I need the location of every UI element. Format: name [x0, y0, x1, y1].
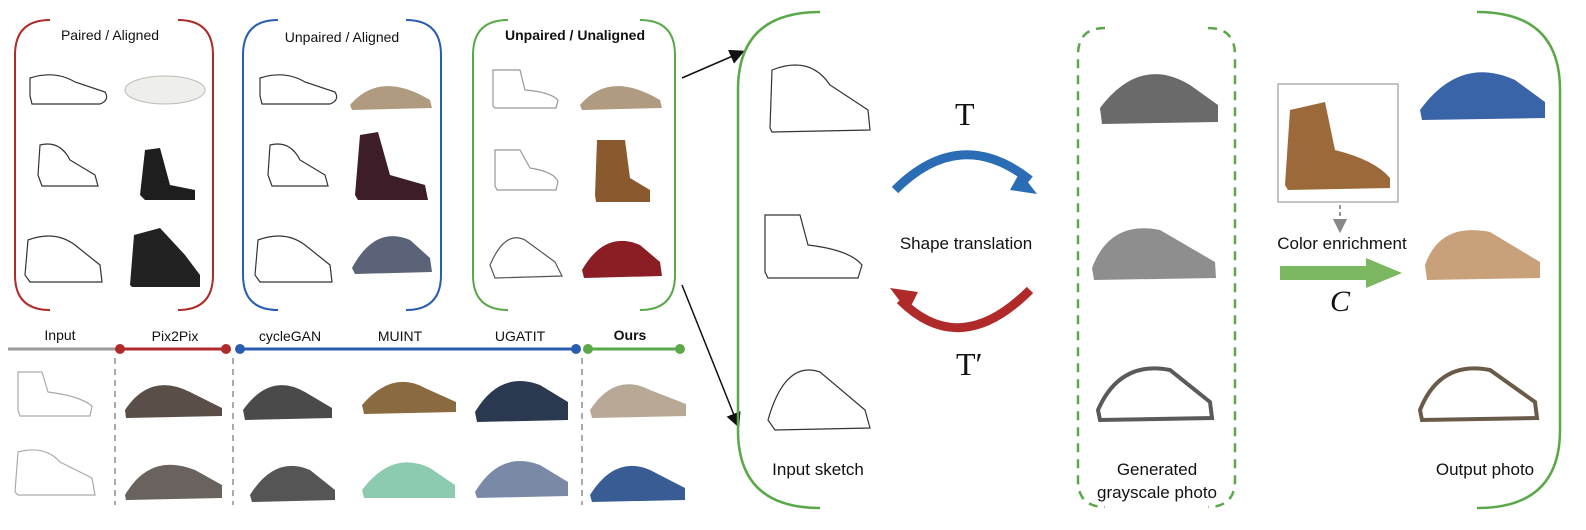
unpaired-dot-right	[571, 344, 581, 354]
output-photo-3	[1417, 366, 1540, 423]
panel-paired-title: Paired / Aligned	[60, 27, 160, 43]
photo-shoe	[362, 381, 456, 414]
grayscale-caption-line1: Generated	[1116, 460, 1198, 479]
color-enrichment-label: Color enrichment	[1277, 234, 1407, 253]
output-photo-1	[1420, 72, 1545, 120]
panel-unpaired-aligned-bracket-right	[405, 19, 442, 311]
color-arrow-head	[1366, 258, 1402, 288]
photo-shoe	[355, 132, 428, 200]
pix2pix-dot-right	[221, 344, 231, 354]
input-sketch-1	[769, 64, 871, 133]
sketch-boot	[492, 69, 559, 109]
grayscale-photo-2	[1092, 228, 1216, 280]
sketch-sneaker	[489, 237, 563, 279]
photo-shoe	[590, 384, 686, 418]
grayscale-photo-1	[1100, 74, 1218, 124]
color-arrow-shaft	[1280, 266, 1366, 280]
output-photo-caption: Output photo	[1435, 460, 1535, 479]
input-sketch-caption: Input sketch	[772, 460, 864, 479]
shape-translation-label: Shape translation	[899, 234, 1033, 253]
grayscale-photo-3	[1095, 366, 1215, 423]
photo-shoe	[582, 240, 662, 278]
photo-shoe	[580, 86, 662, 110]
backward-arrowhead	[890, 288, 918, 312]
color-symbol: C	[1330, 285, 1351, 318]
panel-unpaired-aligned-bracket-left	[242, 19, 279, 311]
backward-arc-arrow	[896, 286, 1034, 333]
panel-unpaired-unaligned-title: Unpaired / Unaligned	[504, 27, 645, 43]
output-photo-bracket	[1476, 10, 1562, 510]
method-cyclegan-label: cycleGAN	[258, 328, 322, 344]
input-sketch-2	[764, 214, 863, 279]
sketch-boot	[24, 235, 103, 283]
method-pix2pix-label: Pix2Pix	[151, 328, 199, 344]
grayscale-bracket-right	[1207, 26, 1237, 509]
forward-arrowhead	[1010, 172, 1037, 194]
photo-shoe	[352, 236, 432, 274]
photo-shoe	[243, 385, 332, 420]
input-sketch-bracket	[736, 10, 821, 510]
method-ours-label: Ours	[613, 327, 647, 343]
sketch-shoe	[29, 74, 108, 105]
arrow-to-pipeline-top	[681, 49, 745, 79]
panel-paired-bracket-left	[14, 19, 51, 311]
photo-shoe	[125, 464, 222, 500]
sketch-shoe	[259, 74, 338, 105]
unpaired-dot-left	[235, 344, 245, 354]
ours-dot-right	[675, 344, 685, 354]
method-ugatit-label: UGATIT	[494, 328, 546, 344]
sketch-boot	[17, 371, 93, 417]
sketch-sandal	[267, 143, 329, 187]
photo-shoe	[475, 381, 568, 422]
forward-symbol: T	[955, 96, 975, 132]
arrow-to-pipeline-bottom	[681, 284, 741, 428]
photo-shoe	[350, 86, 432, 110]
photo-shoe	[362, 462, 455, 498]
photo-shoe	[125, 385, 222, 418]
pix2pix-dot-left	[115, 344, 125, 354]
input-sketch-3	[767, 369, 871, 431]
method-muint-label: MUINT	[377, 328, 423, 344]
panel-unpaired-unaligned-bracket-right	[639, 19, 676, 311]
backward-symbol: T′	[956, 346, 983, 382]
photo-shoe	[595, 140, 650, 202]
output-photo-2	[1425, 230, 1540, 280]
method-input-label: Input	[44, 327, 76, 343]
photo-shoe	[140, 148, 195, 200]
grayscale-caption-line2: grayscale photo	[1096, 483, 1218, 502]
panel-unpaired-unaligned-bracket-left	[472, 19, 509, 311]
photo-shoe	[475, 461, 568, 498]
photo-shoe	[590, 465, 685, 502]
photo-shoe	[130, 228, 200, 287]
sketch-boot	[494, 149, 559, 191]
grayscale-bracket-left	[1076, 26, 1106, 509]
sketch-boot	[254, 235, 333, 283]
forward-arc-arrow	[891, 150, 1033, 194]
ours-dot-left	[583, 344, 593, 354]
sketch-sandal	[37, 143, 99, 187]
photo-shoe	[124, 75, 206, 105]
sketch-sneaker	[14, 449, 96, 496]
panel-paired-bracket-right	[177, 19, 214, 311]
photo-shoe	[250, 465, 335, 502]
panel-unpaired-aligned-title: Unpaired / Aligned	[284, 29, 400, 45]
reference-color-photo	[1285, 102, 1390, 190]
